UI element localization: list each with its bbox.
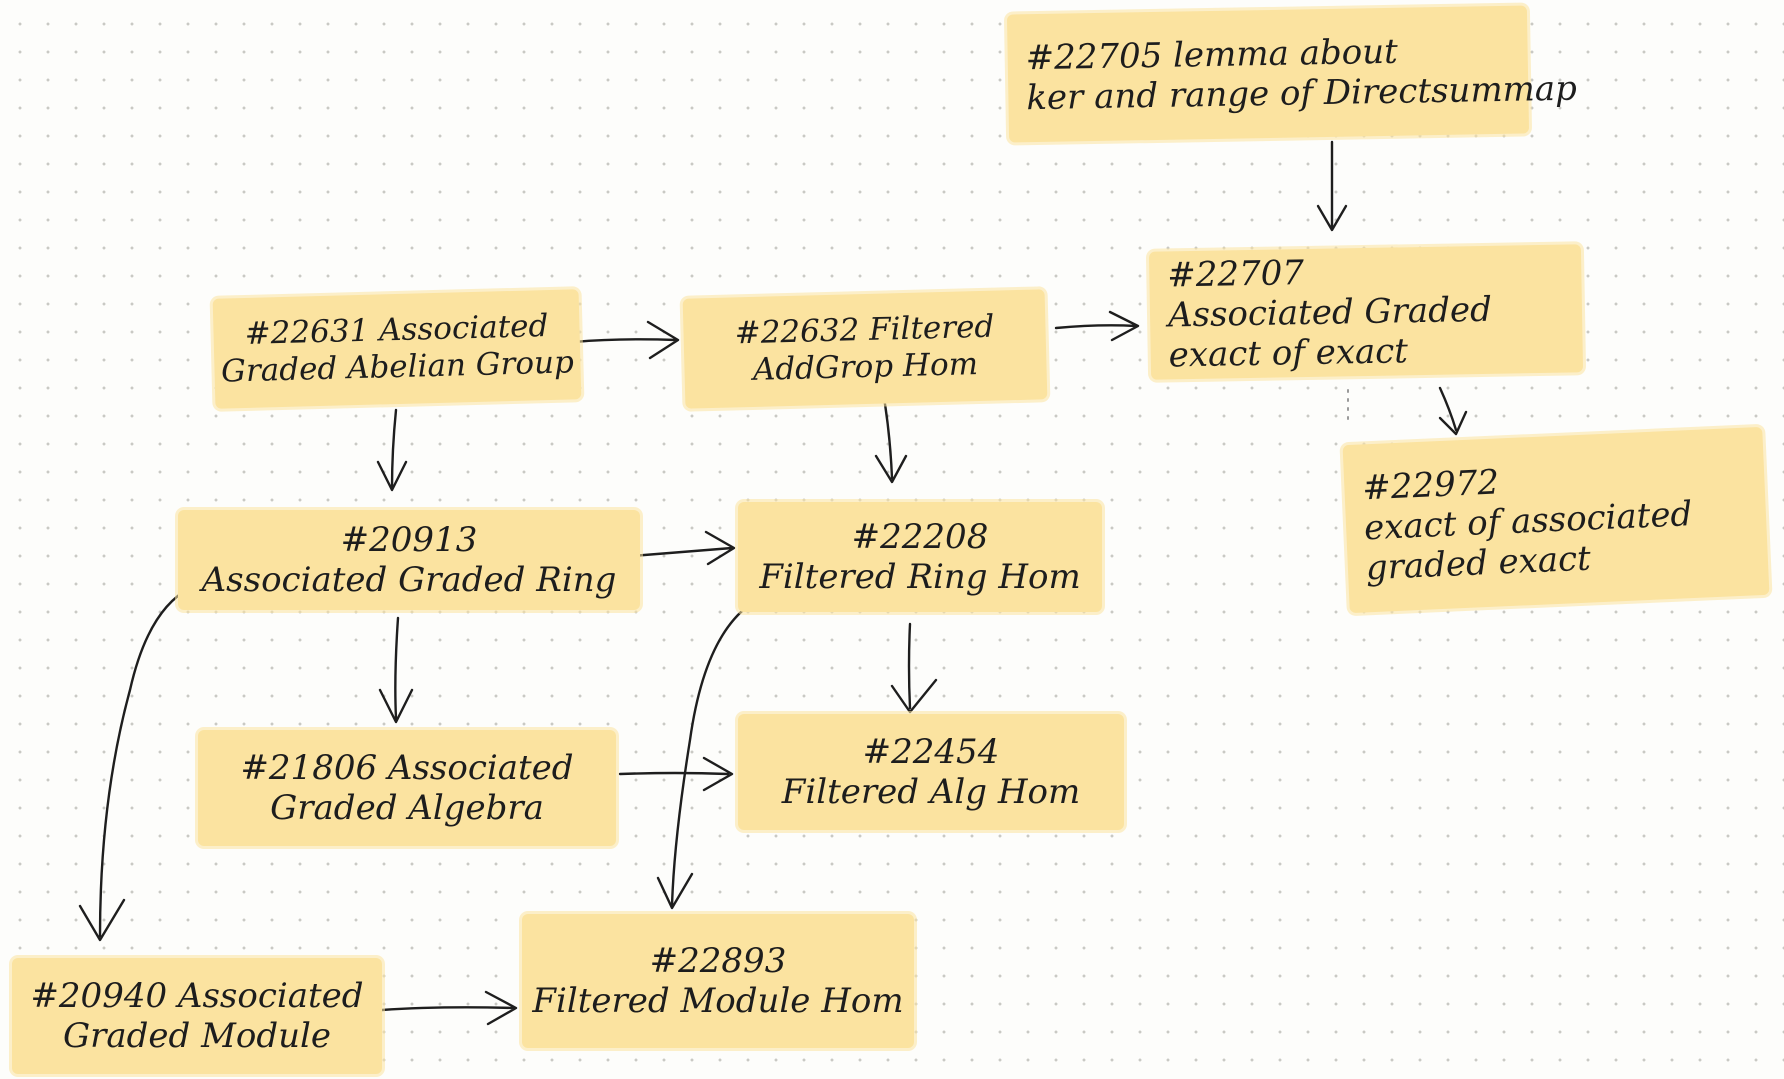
node-22705-line-1: #22705 lemma about [1025, 31, 1399, 79]
edge-22631-to-22632 [572, 320, 680, 360]
node-22707: #22707 Associated Graded exact of exact [1148, 244, 1584, 380]
node-21806-line-1: #21806 Associated [240, 747, 574, 788]
edge-22208-to-22454 [890, 622, 938, 714]
edge-22632-to-22707 [1054, 310, 1140, 342]
edge-22705-to-22707 [1316, 140, 1348, 232]
node-20913-line-1: #20913 [340, 519, 478, 560]
edge-20940-to-22893 [380, 990, 518, 1026]
node-22893: #22893 Filtered Module Hom [522, 914, 914, 1048]
node-22972: #22972 exact of associated graded exact [1342, 426, 1770, 614]
node-21806-line-2: Graded Algebra [270, 788, 544, 828]
node-22208-line-1: #22208 [851, 516, 989, 557]
node-22972-line-3: graded exact [1365, 538, 1592, 589]
node-20940: #20940 Associated Graded Module [12, 958, 382, 1074]
node-22707-line-2: Associated Graded [1167, 289, 1493, 336]
node-22893-line-2: Filtered Module Hom [532, 981, 904, 1021]
node-22631-line-2: Graded Abelian Group [220, 344, 575, 390]
node-22208: #22208 Filtered Ring Hom [738, 502, 1102, 612]
edge-22631-to-20913 [376, 408, 408, 492]
node-20913: #20913 Associated Graded Ring [178, 510, 640, 610]
node-22972-line-1: #22972 [1361, 462, 1500, 509]
node-22707-line-3: exact of exact [1168, 331, 1409, 376]
node-22893-line-1: #22893 [649, 940, 787, 981]
node-22454-line-2: Filtered Alg Hom [781, 772, 1081, 812]
node-22707-line-1: #22707 [1166, 252, 1305, 296]
edge-20913-to-22208 [630, 530, 736, 566]
node-20940-line-1: #20940 Associated [30, 975, 364, 1016]
edge-22208-to-22893 [656, 604, 750, 910]
node-22208-line-2: Filtered Ring Hom [759, 557, 1081, 597]
edge-20913-to-21806 [378, 616, 414, 724]
edge-21806-to-22454 [618, 756, 734, 792]
node-22705: #22705 lemma about ker and range of Dire… [1006, 5, 1577, 143]
node-20940-line-2: Graded Module [62, 1016, 332, 1056]
node-22631: #22631 Associated Graded Abelian Group [212, 289, 582, 409]
node-20913-line-2: Associated Graded Ring [201, 560, 617, 600]
node-22632-line-2: AddGrop Hom [752, 346, 979, 388]
edge-20913-to-20940 [78, 586, 192, 942]
edge-22707-to-22972 [1438, 386, 1468, 436]
node-22454: #22454 Filtered Alg Hom [738, 714, 1124, 830]
node-22632: #22632 Filtered AddGrop Hom [682, 289, 1048, 409]
node-21806: #21806 Associated Graded Algebra [198, 730, 616, 846]
node-22454-line-1: #22454 [862, 731, 1000, 772]
node-22705-line-2: ker and range of Directsummap [1026, 68, 1578, 119]
